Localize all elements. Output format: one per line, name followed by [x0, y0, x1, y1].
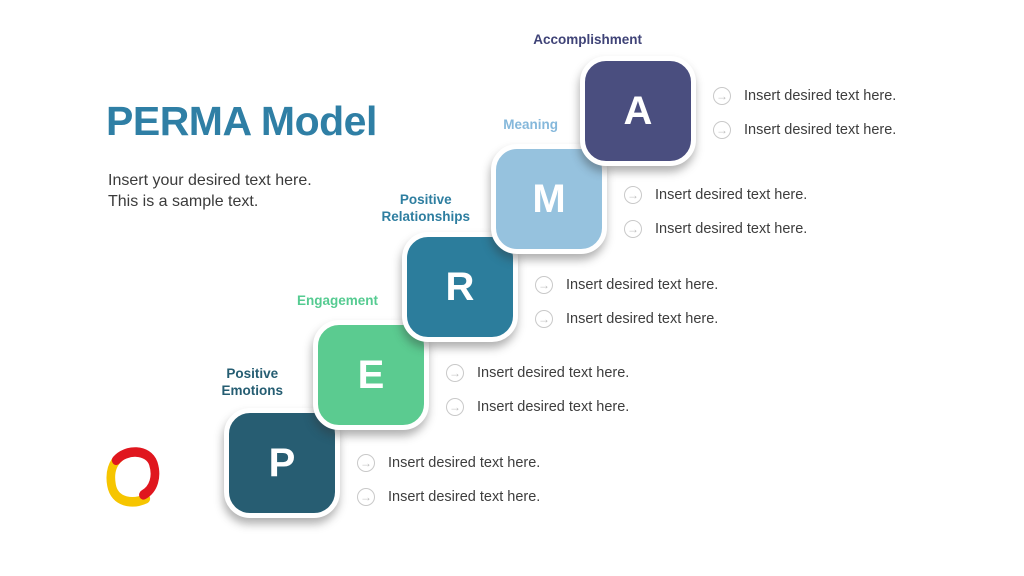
block-label-positive-relationships: Positive Relationships [381, 192, 470, 224]
bullet-list-e: → Insert desired text here. → Insert des… [446, 363, 629, 431]
circle-arrow-icon: → [357, 488, 375, 506]
bullet-row: → Insert desired text here. [446, 397, 629, 417]
bullet-text: Insert desired text here. [388, 455, 541, 471]
logo-red-arc [111, 447, 160, 500]
circle-arrow-icon: → [357, 454, 375, 472]
bullet-text: Insert desired text here. [744, 88, 897, 104]
bullet-row: → Insert desired text here. [446, 363, 629, 383]
bullet-row: → Insert desired text here. [357, 487, 540, 507]
block-label-meaning: Meaning [503, 117, 558, 132]
bullet-text: Insert desired text here. [655, 187, 808, 203]
block-label-engagement: Engagement [296, 293, 378, 308]
block-letter-p: P [268, 441, 296, 485]
block-label-accomplishment: Accomplishment [533, 32, 642, 47]
block-square-a: A [580, 56, 696, 166]
block-square-r: R [402, 232, 518, 342]
bullet-text: Insert desired text here. [477, 365, 630, 381]
block-letter-m: M [532, 177, 566, 221]
bullet-list-m: → Insert desired text here. → Insert des… [624, 185, 807, 253]
bullet-list-a: → Insert desired text here. → Insert des… [713, 86, 896, 154]
block-letter-e: E [357, 353, 385, 397]
circle-arrow-icon: → [624, 186, 642, 204]
bullet-text: Insert desired text here. [477, 399, 630, 415]
slide-subtitle: Insert your desired text here. This is a… [108, 172, 312, 210]
circle-arrow-icon: → [713, 121, 731, 139]
block-letter-r: R [445, 265, 475, 309]
circle-arrow-icon: → [713, 87, 731, 105]
bullet-text: Insert desired text here. [566, 311, 719, 327]
circle-arrow-icon: → [535, 310, 553, 328]
circle-arrow-icon: → [446, 364, 464, 382]
slidemodel-logo [106, 447, 160, 507]
bullet-row: → Insert desired text here. [624, 185, 807, 205]
bullet-row: → Insert desired text here. [535, 275, 718, 295]
block-square-p: P [224, 408, 340, 518]
block-label-positive-emotions: Positive Emotions [221, 366, 283, 398]
bullet-list-r: → Insert desired text here. → Insert des… [535, 275, 718, 343]
bullet-row: → Insert desired text here. [713, 120, 896, 140]
bullet-text: Insert desired text here. [655, 221, 808, 237]
circle-arrow-icon: → [535, 276, 553, 294]
block-square-m: M [491, 144, 607, 254]
bullet-row: → Insert desired text here. [535, 309, 718, 329]
bullet-text: Insert desired text here. [388, 489, 541, 505]
bullet-row: → Insert desired text here. [624, 219, 807, 239]
bullet-list-p: → Insert desired text here. → Insert des… [357, 453, 540, 521]
circle-arrow-icon: → [624, 220, 642, 238]
slide-title: PERMA Model [106, 98, 377, 144]
circle-arrow-icon: → [446, 398, 464, 416]
bullet-text: Insert desired text here. [744, 122, 897, 138]
block-square-e: E [313, 320, 429, 430]
bullet-text: Insert desired text here. [566, 277, 719, 293]
block-letter-a: A [623, 89, 653, 133]
bullet-row: → Insert desired text here. [357, 453, 540, 473]
bullet-row: → Insert desired text here. [713, 86, 896, 106]
